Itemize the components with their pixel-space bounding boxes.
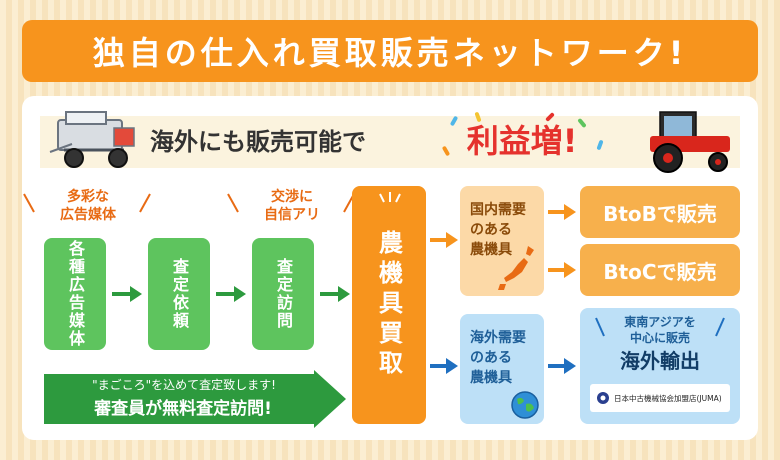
btoc-label: BtoCで販売 [603, 259, 717, 284]
arrow-right-icon [216, 286, 246, 302]
step-ads: 各種広告媒体 [44, 238, 106, 350]
btob-box: BtoBで販売 [580, 186, 740, 238]
step-request: 査定依頼 [148, 238, 210, 350]
purchase-box: 農機具買取 [352, 186, 426, 424]
accent-lines-icon [595, 317, 725, 337]
purchase-label: 農機具買取 [374, 230, 403, 380]
step-ads-label: 各種広告媒体 [66, 240, 85, 348]
overseas-line2: のある [470, 350, 512, 366]
export-sub2: 中心に販売 [629, 331, 690, 345]
juma-logo-icon [597, 392, 609, 404]
export-title: 海外輸出 [620, 349, 700, 373]
domestic-line1: 国内需要 [470, 202, 526, 218]
arrow-right-icon [548, 262, 576, 278]
label-ads-line2: 広告媒体 [60, 207, 116, 223]
page-title: 独自の仕入れ買取販売ネットワーク! [22, 20, 758, 82]
visit-subtext: "まごころ"を込めて査定致します! [92, 378, 276, 392]
banner [40, 116, 740, 168]
sparkle-lines-icon [379, 192, 401, 203]
juma-badge: 日本中古機械協会加盟店(JUMA) [590, 384, 730, 412]
label-nego-line2: 自信アリ [264, 207, 320, 223]
big-arrow-right-icon [44, 370, 346, 428]
banner-highlight: 利益増! [466, 122, 578, 160]
domestic-line2: のある [470, 222, 512, 238]
arrow-right-icon [430, 358, 458, 374]
label-ads: 多彩な 広告媒体 [40, 188, 136, 224]
tractor-icon [650, 111, 730, 173]
label-nego: 交渉に 自信アリ [244, 188, 340, 224]
arrow-right-icon [548, 204, 576, 220]
overseas-line1: 海外需要 [470, 330, 526, 346]
step-visit-label: 査定訪問 [274, 258, 293, 330]
label-ads-line1: 多彩な [67, 189, 109, 205]
accent-lines-icon [23, 193, 151, 213]
globe-icon [511, 391, 539, 419]
arrow-right-icon [430, 232, 458, 248]
banner-text: 海外にも販売可能で [150, 128, 366, 156]
step-request-label: 査定依頼 [170, 258, 189, 330]
arrow-right-icon [112, 286, 142, 302]
juma-label: 日本中古機械協会加盟店(JUMA) [614, 393, 722, 403]
domestic-box: 国内需要 のある 農機具 [460, 186, 544, 296]
visit-maintext: 審査員が無料査定訪問! [94, 399, 272, 419]
step-visit: 査定訪問 [252, 238, 314, 350]
arrow-right-icon [548, 358, 576, 374]
overseas-line3: 農機具 [470, 370, 512, 386]
japan-map-icon [498, 246, 534, 290]
domestic-line3: 農機具 [470, 242, 512, 258]
rice-transplanter-icon [49, 111, 135, 168]
btob-label: BtoBで販売 [603, 201, 717, 226]
label-nego-line1: 交渉に [271, 189, 313, 205]
btoc-box: BtoCで販売 [580, 244, 740, 296]
arrow-right-icon [320, 286, 350, 302]
export-sub1: 東南アジアを [624, 315, 696, 329]
